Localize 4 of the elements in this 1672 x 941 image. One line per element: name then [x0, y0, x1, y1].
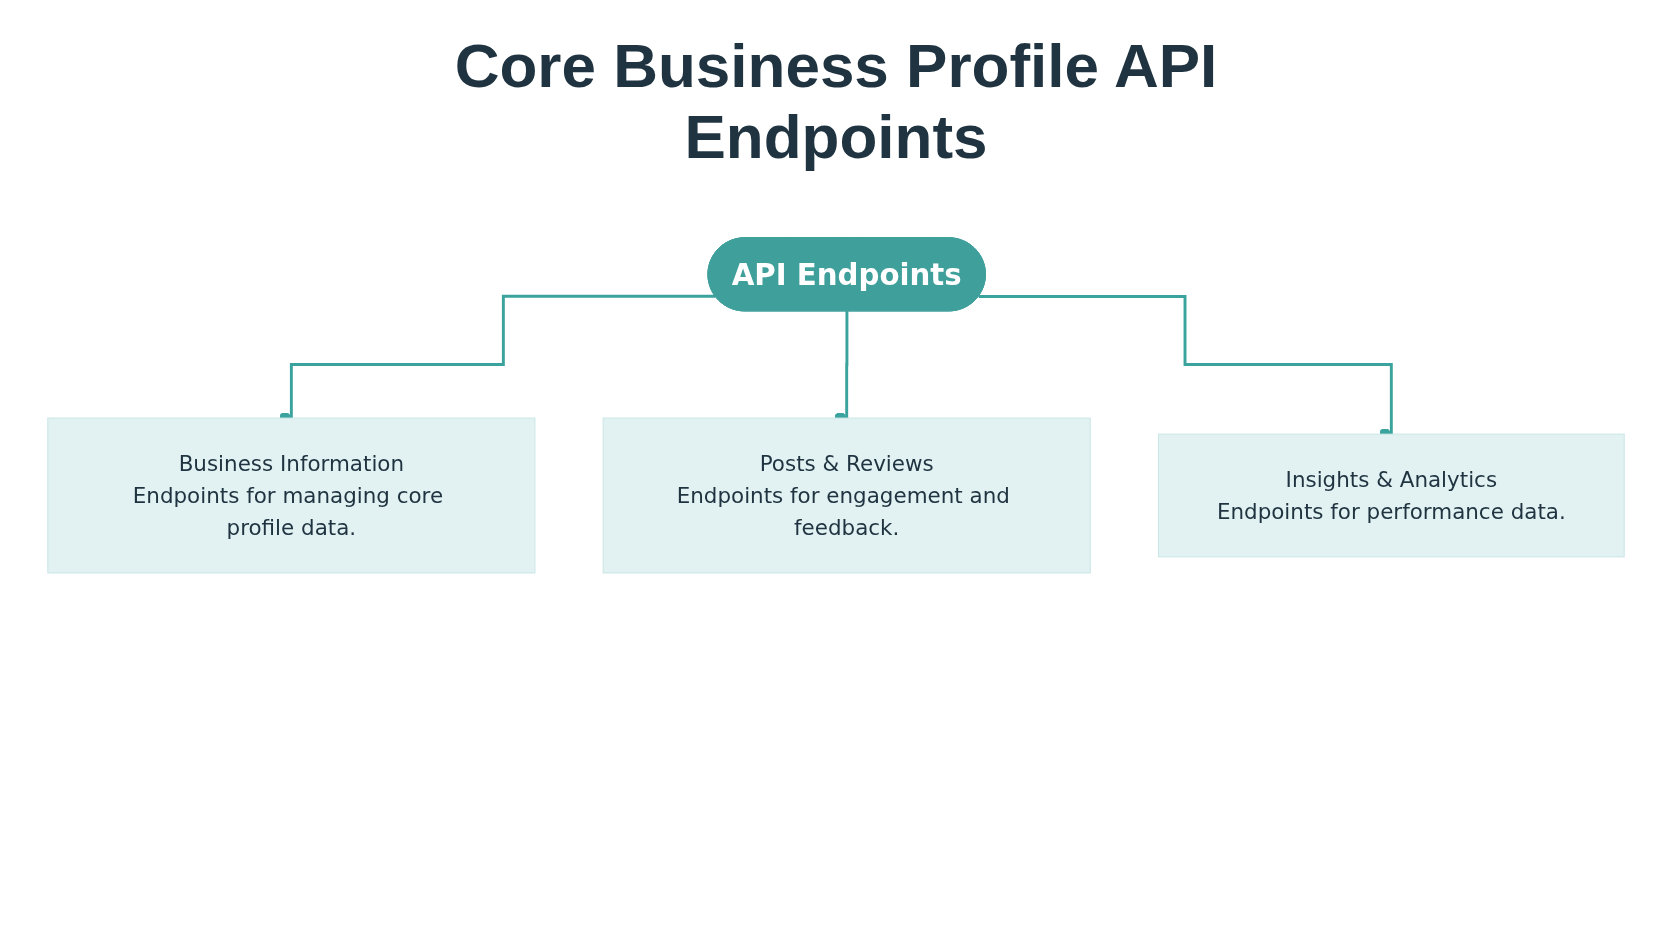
- node-box: Insights & Analytics Endpoints for performance data.: [1157, 433, 1625, 558]
- title: Core Business Profile API Endpoints: [453, 30, 1219, 173]
- node-box: Business Information Endpoints for managing core profile data.: [47, 417, 536, 574]
- node-box: Posts & Reviews Endpoints for engagement and feedback.: [602, 417, 1091, 574]
